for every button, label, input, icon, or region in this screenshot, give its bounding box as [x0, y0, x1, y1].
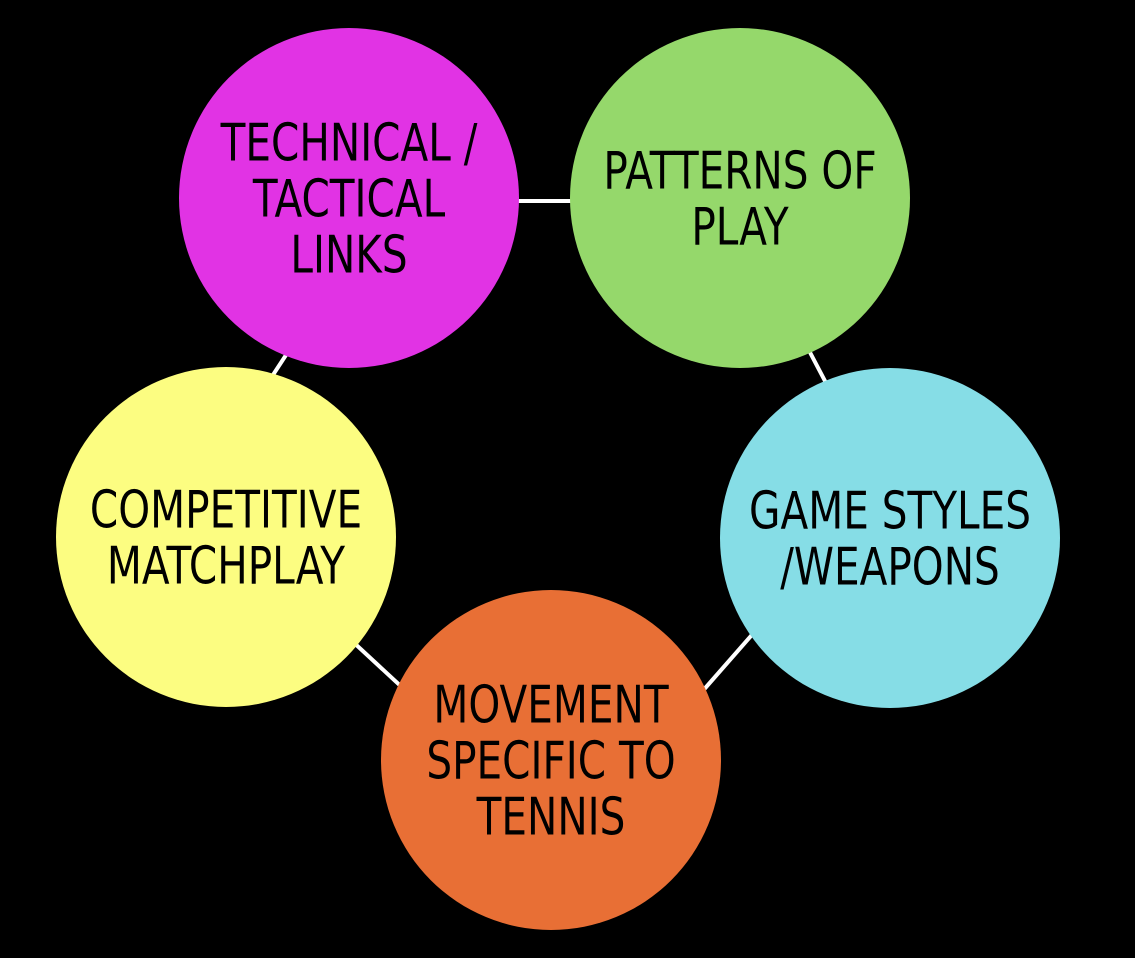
- node-label-line: TENNIS: [476, 787, 626, 847]
- node-circle: [720, 368, 1060, 708]
- node-label-line: COMPETITIVE: [90, 480, 362, 540]
- node-game-styles-weapons: GAME STYLES/WEAPONS: [720, 368, 1060, 708]
- node-circle: [179, 28, 519, 368]
- node-label-line: PLAY: [691, 197, 789, 257]
- node-label-line: MOVEMENT: [433, 675, 669, 735]
- node-circle: [381, 590, 721, 930]
- node-label-line: PATTERNS OF: [603, 141, 876, 201]
- node-label-line: /WEAPONS: [780, 537, 1000, 597]
- node-circle: [570, 28, 910, 368]
- node-label-line: TECHNICAL /: [220, 113, 478, 173]
- node-circle: [56, 367, 396, 707]
- node-label-line: GAME STYLES: [749, 481, 1031, 541]
- node-label-line: SPECIFIC TO: [426, 731, 675, 791]
- node-label-line: LINKS: [290, 225, 407, 285]
- node-label-line: TACTICAL: [252, 169, 445, 229]
- node-label-line: MATCHPLAY: [107, 536, 346, 596]
